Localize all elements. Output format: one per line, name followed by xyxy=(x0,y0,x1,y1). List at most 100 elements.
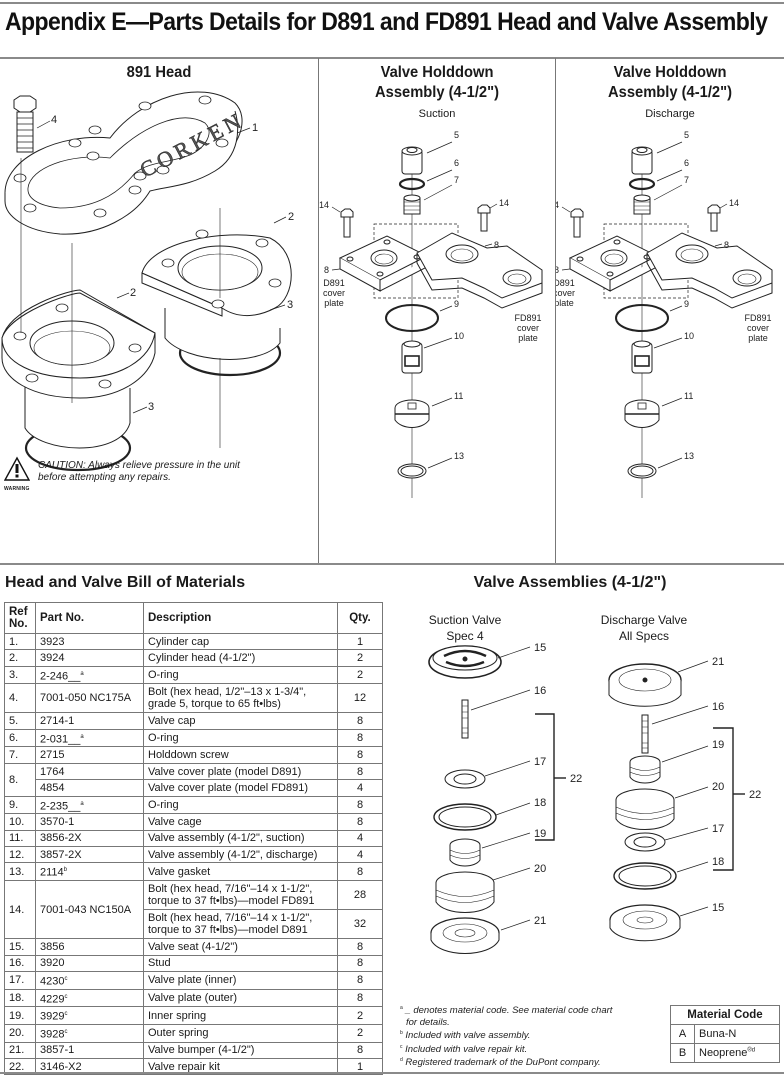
callout-8: 8 xyxy=(494,240,499,250)
valve-cap-shape xyxy=(631,146,653,175)
bom-qty: 8 xyxy=(337,762,383,781)
callout-11: 11 xyxy=(684,391,693,401)
callout-4: 4 xyxy=(51,114,57,126)
callout-9: 9 xyxy=(454,299,459,309)
fd891-cover-plate-shape xyxy=(416,232,543,309)
bom-description: Valve cap xyxy=(143,712,338,730)
callout-13: 13 xyxy=(454,451,464,461)
bom-ref: 12. xyxy=(4,846,36,864)
bolt-icon xyxy=(340,208,354,238)
bom-description: Valve cover plate (model FD891) xyxy=(143,779,338,797)
fd891-cover-plate-label: cover xyxy=(517,323,539,333)
kit-bracket xyxy=(535,713,745,871)
warning-label: WARNING xyxy=(4,486,30,492)
panel-valve-holddown-discharge: Valve Holddown Assembly (4-1/2") Dischar… xyxy=(556,58,784,563)
bom-description: Valve cage xyxy=(143,813,338,831)
callout-20: 20 xyxy=(712,781,724,793)
panel-891-head: 891 Head xyxy=(0,58,319,563)
valve-plate-outer-shape xyxy=(613,862,677,890)
valve-assemblies-diagram: 15 16 17 18 19 20 21 22 21 16 19 20 17 1… xyxy=(428,642,761,954)
bom-description: Valve assembly (4-1/2", suction) xyxy=(143,829,338,848)
material-code-title: Material Code xyxy=(670,1005,780,1025)
bom-ref: 20. xyxy=(4,1023,36,1043)
bom-ref: 11. xyxy=(4,829,36,848)
bom-ref: 2. xyxy=(4,649,36,667)
header-description: Description xyxy=(143,602,338,634)
bom-description: Valve bumper (4-1/2") xyxy=(143,1041,338,1059)
bom-part-no: 2715 xyxy=(35,746,144,764)
section-rule xyxy=(0,563,784,565)
callout-16: 16 xyxy=(712,701,724,713)
bom-qty: 1 xyxy=(337,1057,383,1076)
bom-qty: 8 xyxy=(337,862,383,882)
cylinder-cap-shape xyxy=(4,91,243,235)
bom-qty: 8 xyxy=(337,1041,383,1059)
callout-14: 14 xyxy=(319,200,329,210)
bom-description: Cylinder cap xyxy=(143,632,338,651)
footnote-c: c Included with valve repair kit. xyxy=(400,1043,528,1055)
callout-3-right: 3 xyxy=(287,299,293,311)
panel-title: 891 Head xyxy=(126,64,192,81)
bom-description: Valve assembly (4-1/2", discharge) xyxy=(143,846,338,864)
bom-part-no: 2-235__a xyxy=(35,795,144,815)
bom-qty: 2 xyxy=(337,1023,383,1043)
bom-part-no: 2714-1 xyxy=(35,712,144,730)
valve-assembly-shape xyxy=(624,399,660,428)
callout-3-left: 3 xyxy=(148,401,154,413)
outer-spring-shape xyxy=(435,871,495,913)
panel-subtitle: Suction xyxy=(418,108,456,120)
valve-cap-shape xyxy=(401,146,423,175)
callout-14: 14 xyxy=(556,200,559,210)
suction-valve-label: Suction Valve Spec 4 xyxy=(428,613,502,643)
header-part-no: Part No. xyxy=(35,602,144,634)
o-ring-shape xyxy=(615,304,669,332)
bom-ref: 4. xyxy=(4,683,36,714)
bom-ref: 14. xyxy=(4,880,36,940)
bom-qty: 2 xyxy=(337,665,383,685)
page-title: Appendix E—Parts Details for D891 and FD… xyxy=(5,8,768,36)
bom-part-no: 1764 xyxy=(35,762,144,781)
bom-part-no: 3856-2X xyxy=(35,829,144,848)
bom-table: Ref No. Part No. Description Qty. 1.3923… xyxy=(4,602,383,1076)
bom-ref: 5. xyxy=(4,712,36,730)
bom-description: Valve seat (4-1/2") xyxy=(143,938,338,956)
header-qty: Qty. xyxy=(337,602,383,634)
caution-text: CAUTION: Always relieve pressure in the … xyxy=(38,460,240,483)
fd891-cover-plate-shape xyxy=(646,232,773,309)
bom-ref: 3. xyxy=(4,665,36,685)
cylinder-head-left-shape xyxy=(1,289,156,472)
bom-ref: 10. xyxy=(4,813,36,831)
bom-ref: 21. xyxy=(4,1041,36,1059)
valve-plate-inner-shape xyxy=(624,832,666,852)
bom-title: Head and Valve Bill of Materials xyxy=(5,574,246,591)
bom-description: Valve plate (outer) xyxy=(143,988,338,1008)
valve-bumper-shape xyxy=(430,917,500,954)
bom-qty: 8 xyxy=(337,938,383,956)
material-code: B xyxy=(670,1043,695,1063)
bom-ref: 18. xyxy=(4,988,36,1008)
bom-qty: 4 xyxy=(337,829,383,848)
bom-description: Valve plate (inner) xyxy=(143,970,338,990)
inner-spring-shape xyxy=(449,838,481,867)
bom-header-row: Ref No. Part No. Description Qty. xyxy=(4,602,383,634)
callout-10: 10 xyxy=(684,331,694,341)
valve-seat-shape xyxy=(609,904,681,942)
callout-2-right: 2 xyxy=(288,211,294,223)
holddown-screw-shape xyxy=(403,194,421,215)
bom-description: Valve gasket xyxy=(143,862,338,882)
valve-cage-shape xyxy=(631,340,653,374)
fd891-cover-plate-label: cover xyxy=(747,323,769,333)
material-name: Neoprene®d xyxy=(694,1043,780,1063)
bom-part-no: 4854 xyxy=(35,779,144,797)
material-name: Buna-N xyxy=(694,1024,780,1044)
top-rule xyxy=(0,2,784,4)
callout-13: 13 xyxy=(684,451,694,461)
